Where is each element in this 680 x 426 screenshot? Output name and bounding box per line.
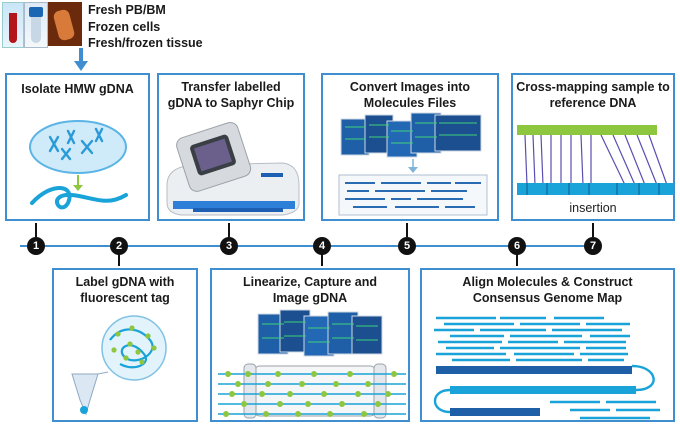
panel-title-align: Align Molecules & Construct Consensus Ge… xyxy=(462,275,633,305)
cell-nucleus-icon xyxy=(29,120,128,210)
molecule-images-icon xyxy=(338,112,488,216)
connector-5 xyxy=(406,223,408,237)
panel-title-crossmap: Cross-mapping sample to reference DNA xyxy=(516,80,670,110)
step-marker-4: 4 xyxy=(313,237,331,255)
source-fresh-pb-bm: Fresh PB/BM xyxy=(88,3,166,17)
insertion-label: insertion xyxy=(569,201,617,215)
panel-transfer: Transfer labelled gDNA to Saphyr Chip xyxy=(157,73,305,221)
down-arrow-icon xyxy=(74,48,88,71)
panel-linearize: Linearize, Capture and Image gDNA xyxy=(210,268,410,422)
connector-3 xyxy=(228,223,230,237)
saphyr-instrument-icon xyxy=(166,121,300,216)
step-marker-7: 7 xyxy=(584,237,602,255)
consensus-map-icon xyxy=(433,316,660,420)
sample-tube-photo xyxy=(2,2,24,48)
panel-title-isolate: Isolate HMW gDNA xyxy=(21,82,134,96)
timeline-line xyxy=(20,245,600,247)
panel-convert: Convert Images into Molecules Files xyxy=(321,73,499,221)
nanochannel-imaging-icon xyxy=(218,309,406,419)
panel-crossmap: Cross-mapping sample to reference DNA in… xyxy=(511,73,675,221)
step-marker-5: 5 xyxy=(398,237,416,255)
connector-7 xyxy=(592,223,594,237)
panel-isolate: Isolate HMW gDNA xyxy=(5,73,150,221)
step-marker-1: 1 xyxy=(27,237,45,255)
labeled-tube-icon xyxy=(71,315,167,416)
source-tissue: Fresh/frozen tissue xyxy=(88,36,203,50)
step-marker-3: 3 xyxy=(220,237,238,255)
connector-6 xyxy=(516,254,518,266)
panel-title-label: Label gDNA with fluorescent tag xyxy=(75,275,175,305)
panel-title-linearize: Linearize, Capture and Image gDNA xyxy=(242,275,378,305)
tissue-photo xyxy=(48,2,82,46)
connector-1 xyxy=(35,223,37,237)
cross-mapping-alignment-icon xyxy=(517,125,673,195)
panel-title-convert: Convert Images into Molecules Files xyxy=(349,80,471,110)
panel-align: Align Molecules & Construct Consensus Ge… xyxy=(420,268,675,422)
frozen-cells-photo xyxy=(24,2,48,48)
panel-label: Label gDNA with fluorescent tag xyxy=(52,268,198,422)
panel-title-transfer: Transfer labelled gDNA to Saphyr Chip xyxy=(167,80,295,110)
step-marker-2: 2 xyxy=(110,237,128,255)
step-marker-6: 6 xyxy=(508,237,526,255)
connector-2 xyxy=(118,254,120,266)
connector-4 xyxy=(321,254,323,266)
source-frozen-cells: Frozen cells xyxy=(88,19,161,34)
sample-sources-list: Fresh PB/BM Frozen cells Fresh/frozen ti… xyxy=(88,2,203,52)
